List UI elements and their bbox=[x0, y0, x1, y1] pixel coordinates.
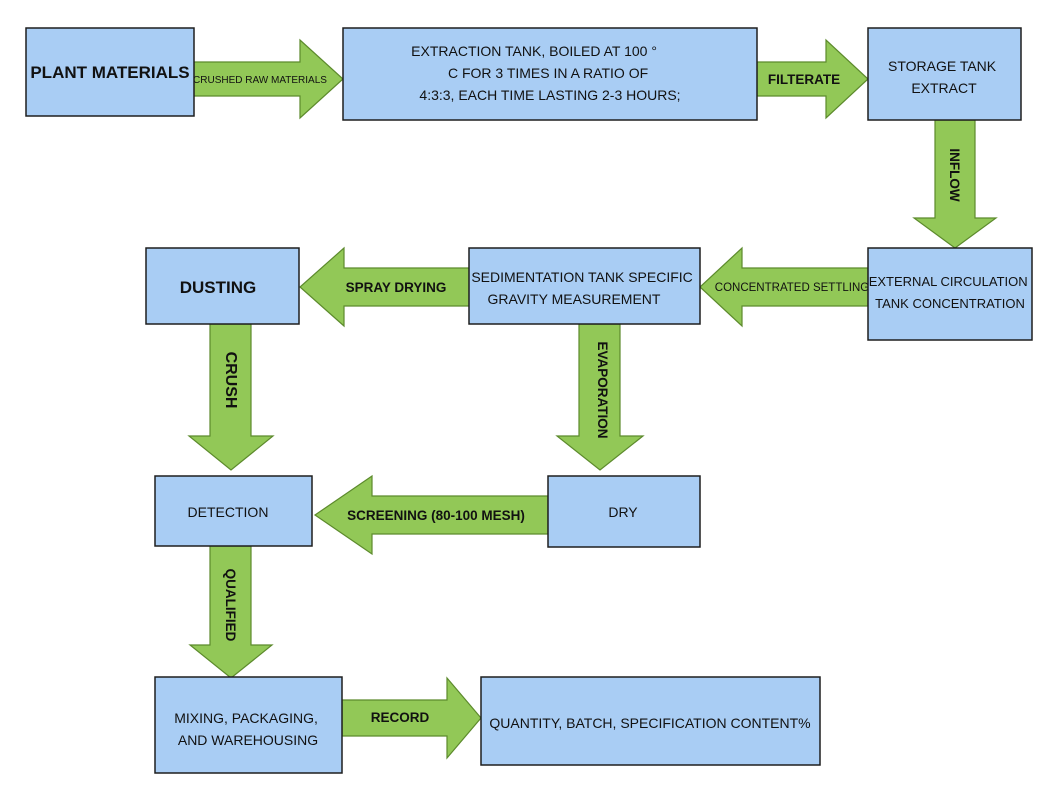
node-mixing-packaging bbox=[154, 676, 343, 774]
arrow-label-inflow: INFLOW bbox=[947, 148, 962, 201]
arrow-evaporation bbox=[555, 323, 645, 471]
arrow-label-evaporation: EVAPORATION bbox=[595, 341, 610, 438]
node-sedimentation-tank bbox=[468, 247, 701, 325]
node-label-sedimentation-tank: SEDIMENTATION TANK SPECIFIC GRAVITY MEAS… bbox=[471, 269, 696, 307]
node-label-plant-materials: PLANT MATERIALS bbox=[30, 63, 189, 82]
arrow-crushed-raw-materials bbox=[192, 38, 344, 120]
node-quantity-batch bbox=[480, 676, 821, 766]
arrow-label-qualified: QUALIFIED bbox=[223, 569, 238, 642]
arrow-filterate bbox=[756, 38, 869, 120]
node-dusting bbox=[145, 247, 300, 325]
node-detection bbox=[154, 475, 313, 547]
node-label-storage-tank: STORAGE TANK EXTRACT bbox=[888, 58, 1000, 96]
node-label-dry: DRY bbox=[608, 504, 638, 520]
arrow-label-record: RECORD bbox=[371, 710, 430, 725]
arrow-crush bbox=[187, 323, 275, 471]
arrow-screening bbox=[313, 474, 549, 556]
arrow-label-concentrated-settling: CONCENTRATED SETTLING bbox=[715, 282, 869, 294]
node-external-circulation bbox=[867, 247, 1033, 341]
arrow-label-screening: SCREENING (80-100 MESH) bbox=[347, 508, 525, 523]
arrow-record bbox=[341, 676, 482, 760]
node-dry bbox=[547, 475, 701, 548]
node-label-external-circulation: EXTERNAL CIRCULATION TANK CONCENTRATION bbox=[869, 274, 1032, 311]
arrow-qualified bbox=[188, 545, 274, 679]
arrow-spray-drying bbox=[299, 246, 471, 328]
arrow-concentrated-settling bbox=[699, 246, 869, 328]
node-label-extraction-tank: EXTRACTION TANK, BOILED AT 100 ° C FOR 3… bbox=[411, 43, 680, 103]
arrow-label-crush: CRUSH bbox=[222, 352, 239, 409]
node-label-detection: DETECTION bbox=[188, 504, 269, 520]
node-plant-materials bbox=[25, 27, 195, 117]
node-label-dusting: DUSTING bbox=[180, 278, 257, 297]
arrow-label-spray-drying: SPRAY DRYING bbox=[346, 280, 447, 295]
node-storage-tank bbox=[867, 27, 1022, 121]
arrow-label-crushed-raw-materials: CRUSHED RAW MATERIALS bbox=[193, 75, 327, 86]
node-label-mixing-packaging: MIXING, PACKAGING, AND WAREHOUSING bbox=[174, 710, 322, 748]
node-extraction-tank bbox=[342, 27, 758, 121]
arrow-label-filterate: FILTERATE bbox=[768, 72, 840, 87]
arrow-inflow bbox=[912, 119, 998, 249]
node-label-quantity-batch: QUANTITY, BATCH, SPECIFICATION CONTENT% bbox=[489, 715, 810, 731]
